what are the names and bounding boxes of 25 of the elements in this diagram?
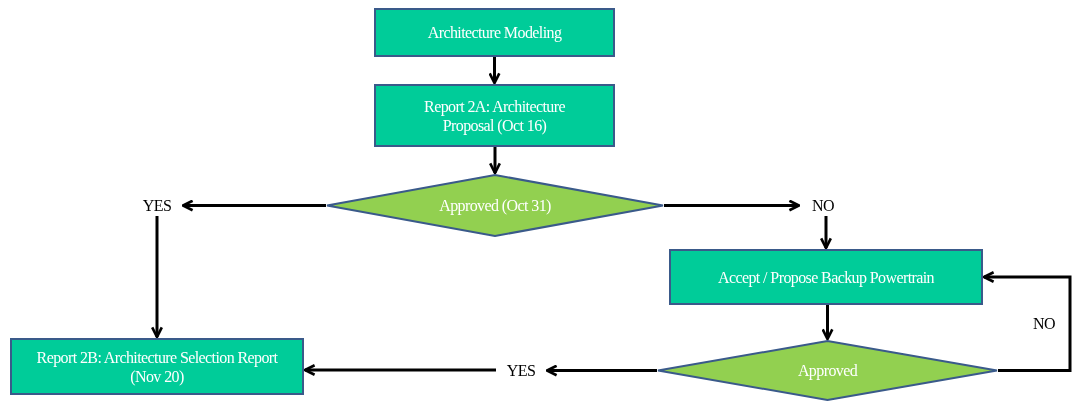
- branch-label: YES: [142, 195, 172, 215]
- decision-diamond: [326, 174, 664, 237]
- arrow: [181, 199, 326, 212]
- arrow: [819, 216, 833, 250]
- node-text: Architecture Modeling: [427, 23, 562, 42]
- node-text: Accept / Propose Backup Powertrain: [718, 267, 934, 287]
- arrow: [488, 57, 501, 85]
- arrow: [545, 364, 657, 377]
- branch-label: YES: [506, 360, 536, 380]
- node-text: Report 2B: Architecture Selection Report (Nov 20): [35, 347, 279, 386]
- process-box: [374, 84, 615, 147]
- node-text: Approved: [797, 361, 858, 380]
- arrow: [488, 147, 502, 175]
- process-box: [669, 249, 983, 305]
- decision-diamond: [657, 340, 998, 401]
- process-box: [10, 338, 304, 395]
- arrow: [664, 199, 801, 212]
- process-box: [374, 8, 615, 57]
- arrow: [303, 363, 496, 377]
- arrow: [982, 270, 1072, 372]
- node-text: Approved (Oct 31): [439, 196, 551, 215]
- branch-label: NO: [812, 195, 834, 215]
- arrow: [150, 216, 164, 339]
- arrow: [821, 305, 834, 341]
- node-text: Report 2A: Architecture Proposal (Oct 16): [423, 96, 566, 135]
